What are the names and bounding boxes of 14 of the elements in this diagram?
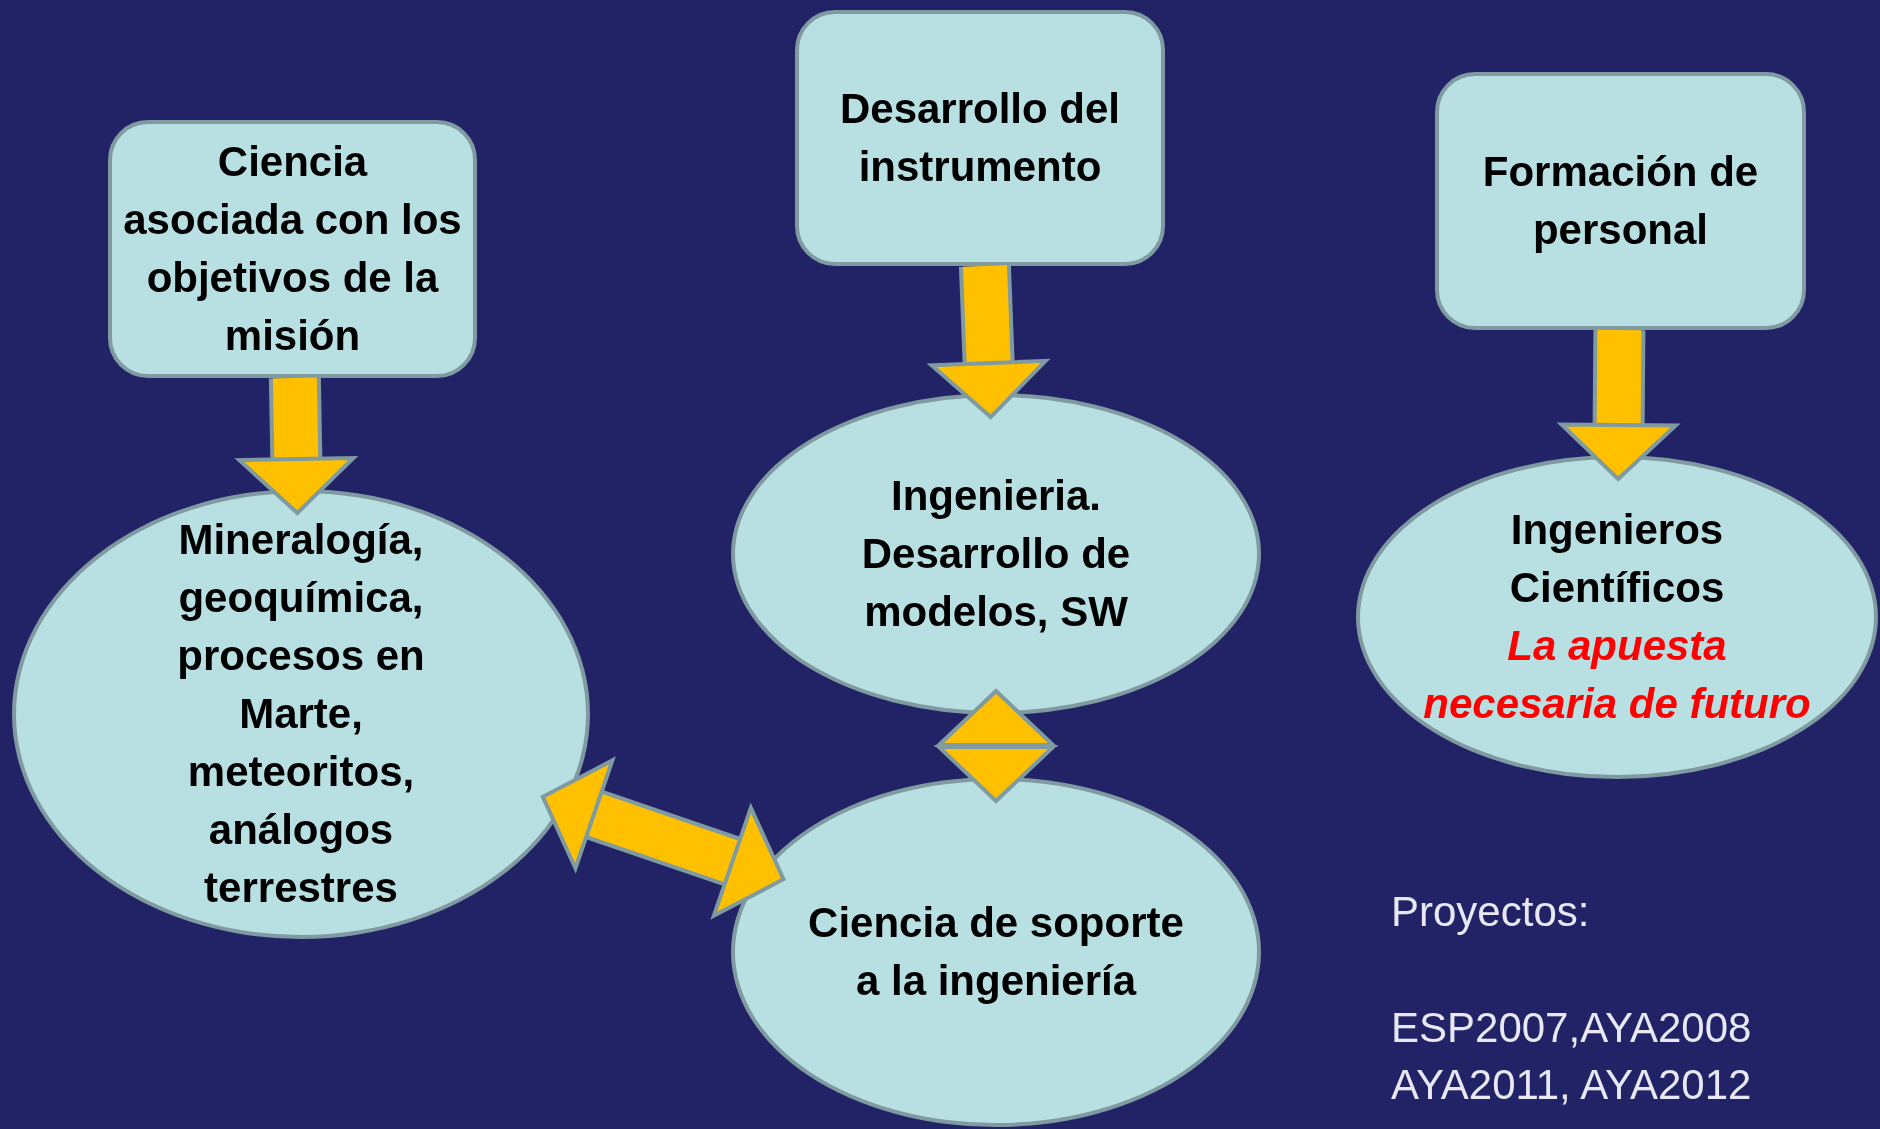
node-text: Ciencia asociada con los objetivos de la misión: [122, 137, 463, 361]
node-text: Ingenieria. Desarrollo de modelos, SW: [860, 471, 1132, 637]
rounded-box: [108, 120, 477, 378]
project-label: ESP2007,AYA2008: [1391, 1003, 1752, 1053]
project-label: Proyectos:: [1391, 887, 1590, 937]
node-text: Ingenieros Científicos: [1508, 505, 1726, 613]
emphasis-text: La apuesta necesaria de futuro: [1422, 621, 1812, 729]
rounded-box: [1435, 72, 1806, 330]
node-text: Ciencia de soporte a la ingeniería: [807, 898, 1185, 1006]
node-text: Mineralogía, geoquímica, procesos en Marte, meteoritos, análogos terrestres: [176, 515, 426, 913]
node-text: Desarrollo del instrumento: [838, 84, 1122, 192]
node-text: Formación de personal: [1481, 147, 1760, 255]
project-label: AYA2011, AYA2012: [1391, 1060, 1752, 1110]
rounded-box: [795, 10, 1165, 266]
